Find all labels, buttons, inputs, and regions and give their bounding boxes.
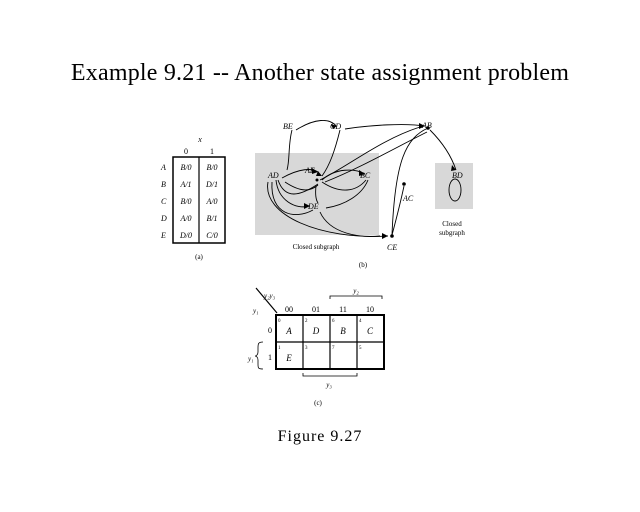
- closed-subgraph-label: Closed subgraph: [293, 243, 340, 251]
- figure-caption: Figure 9.27: [277, 428, 363, 445]
- kmap-corner-left: y₁: [252, 307, 259, 315]
- node-bc: BC: [360, 171, 371, 180]
- closed-subgraph-label-right-line1: Closed: [442, 220, 462, 228]
- closed-subgraph-region-bd: [435, 163, 473, 209]
- graph-edges: [267, 120, 462, 237]
- kmap-brace-top: [329, 295, 383, 299]
- kmap-index-2: 2: [305, 319, 308, 324]
- row-state-d: D: [160, 214, 167, 223]
- kmap-col-code-01: 01: [312, 305, 320, 314]
- cell-c-0: B/0: [180, 197, 191, 206]
- implication-graph: BE CD AB AD AE BC DE AC CE BD Closed sub…: [255, 120, 473, 269]
- node-ad: AD: [267, 171, 279, 180]
- kmap-col-code-10: 10: [366, 305, 374, 314]
- kmap-index-1: 1: [278, 346, 281, 351]
- sublabel-a: (a): [195, 253, 203, 261]
- kmap-cell-10-0: C: [367, 326, 374, 336]
- node-ae: AE: [304, 166, 315, 175]
- kmap-index-7: 7: [332, 346, 335, 351]
- kmap-index-5: 5: [359, 346, 362, 351]
- sublabel-c: (c): [314, 399, 322, 407]
- cell-a-1: B/0: [206, 163, 217, 172]
- graph-junction-dots: [315, 126, 430, 238]
- cell-a-0: B/0: [180, 163, 191, 172]
- kmap-corner-diagonal: [255, 287, 278, 314]
- graph-arrowheads: [304, 123, 456, 239]
- cell-d-0: A/0: [179, 214, 191, 223]
- kmap-index-0: 0: [278, 319, 281, 324]
- closed-subgraph-region: [255, 153, 379, 235]
- kmap-brace-bottom-label: y₃: [325, 381, 332, 389]
- node-de: DE: [307, 202, 319, 211]
- closed-subgraph-label-right-line2: subgraph: [439, 229, 465, 237]
- cell-d-1: B/1: [206, 214, 217, 223]
- kmap-index-4: 4: [359, 319, 362, 324]
- kmap-index-6: 6: [332, 319, 335, 324]
- cell-e-1: C/0: [206, 231, 218, 240]
- node-bd: BD: [452, 171, 463, 180]
- state-table: x 0 1 A B/0 B/0 B A/1 D/1 C B/0 A/0 D A/…: [160, 135, 226, 261]
- kmap-row-code-1: 1: [268, 353, 272, 362]
- karnaugh-map: y₂y₃ y₁ 00 01 11 10 y₂ 0 1 y₁ y₃ 0 2 6 4…: [247, 287, 385, 407]
- kmap-cell-00-0: A: [285, 326, 292, 336]
- node-ac: AC: [402, 194, 414, 203]
- node-ab: AB: [421, 121, 432, 130]
- node-be: BE: [283, 122, 293, 131]
- kmap-col-code-00: 00: [285, 305, 293, 314]
- kmap-cell-00-1: E: [285, 353, 292, 363]
- cell-c-1: A/0: [205, 197, 217, 206]
- kmap-corner-top: y₂y₃: [263, 292, 276, 300]
- kmap-row-code-0: 0: [268, 326, 272, 335]
- sublabel-b: (b): [359, 261, 368, 269]
- col-header-1: 1: [210, 147, 214, 156]
- node-ce: CE: [387, 243, 397, 252]
- row-state-c: C: [161, 197, 167, 206]
- kmap-col-code-11: 11: [339, 305, 347, 314]
- kmap-index-3: 3: [305, 346, 308, 351]
- cell-e-0: D/0: [179, 231, 192, 240]
- cell-b-1: D/1: [205, 180, 218, 189]
- input-label: x: [197, 135, 202, 144]
- cell-b-0: A/1: [179, 180, 191, 189]
- node-cd: CD: [330, 122, 341, 131]
- row-state-b: B: [161, 180, 166, 189]
- kmap-brace-top-label: y₂: [352, 287, 359, 295]
- kmap-cell-01-0: D: [312, 326, 320, 336]
- kmap-brace-bottom: [302, 373, 358, 377]
- row-state-a: A: [160, 163, 166, 172]
- kmap-cell-11-0: B: [340, 326, 346, 336]
- row-state-e: E: [160, 231, 166, 240]
- col-header-0: 0: [184, 147, 188, 156]
- slide-title: Example 9.21 -- Another state assignment…: [70, 60, 570, 86]
- kmap-brace-left-label: y₁: [247, 355, 254, 363]
- kmap-brace-left: [254, 341, 264, 370]
